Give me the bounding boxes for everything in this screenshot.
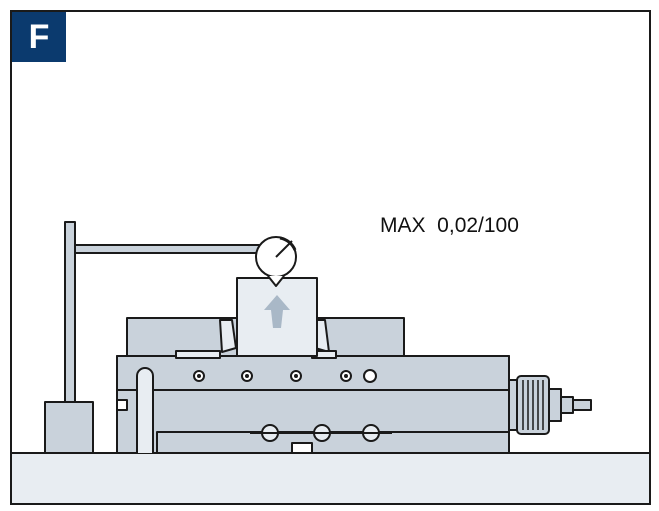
base-table (12, 452, 649, 503)
stand-base (44, 401, 94, 454)
dial-indicator-icon (255, 236, 297, 287)
jaw-step (175, 350, 221, 359)
hole (363, 369, 377, 383)
spindle-knob (508, 375, 592, 435)
stand-arm (74, 244, 260, 254)
vise-alignment-diagram (12, 221, 649, 503)
upper-holes (193, 369, 377, 383)
vise-upper-band (116, 355, 510, 391)
stand-post (64, 221, 76, 403)
tolerance-note: MAX 0,02/100 (380, 214, 519, 237)
up-arrow-icon (264, 295, 290, 328)
diagram-panel: F (10, 10, 651, 505)
panel-label: F (12, 12, 66, 62)
jaw-clamp-left (219, 319, 237, 353)
body-notch (116, 399, 128, 411)
body-slot (136, 367, 154, 453)
vise-lower-rail (156, 431, 510, 454)
lower-tab (291, 442, 313, 454)
